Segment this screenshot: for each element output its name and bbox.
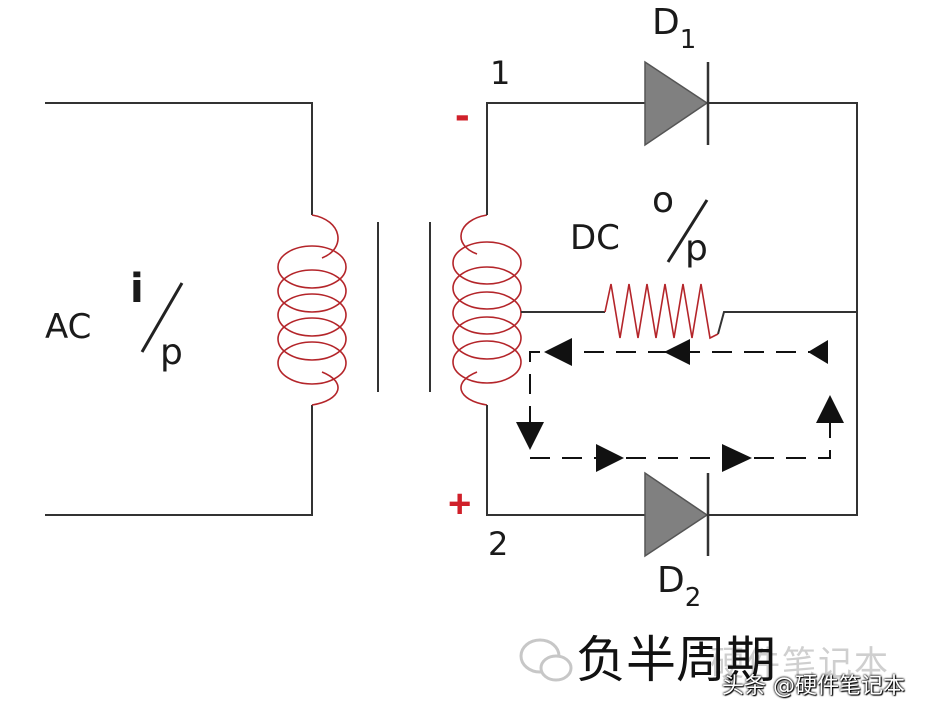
diode-d1-letter: D bbox=[652, 2, 680, 43]
diode-d2-letter: D bbox=[657, 560, 685, 601]
diagram-caption: 负半周期 bbox=[576, 631, 776, 689]
diode-d2 bbox=[644, 471, 710, 558]
current-arrow-right-1 bbox=[596, 444, 624, 472]
primary-top-wire bbox=[45, 102, 313, 215]
dc-label: DC bbox=[570, 218, 620, 258]
output-symbol-bottom: p bbox=[685, 228, 708, 269]
diode-d1 bbox=[644, 60, 710, 147]
current-arrow-left-1 bbox=[808, 340, 828, 364]
secondary-coil bbox=[452, 214, 522, 406]
terminal-2-label: 2 bbox=[488, 525, 509, 563]
output-slash bbox=[666, 199, 709, 263]
wechat-icon bbox=[519, 638, 573, 682]
current-arrow-down bbox=[516, 422, 544, 450]
output-right-wire bbox=[708, 102, 858, 516]
diode-d1-label: D1 bbox=[652, 2, 696, 55]
load-right-wire bbox=[717, 311, 857, 335]
current-arrow-left-2 bbox=[664, 339, 690, 365]
diode-d2-subscript: 2 bbox=[684, 583, 702, 613]
current-path bbox=[516, 338, 844, 472]
input-slash bbox=[140, 282, 184, 353]
secondary-top-wire bbox=[486, 102, 645, 215]
positive-polarity-sign: + bbox=[448, 482, 472, 526]
diode-d2-label: D2 bbox=[657, 560, 701, 613]
ac-label: AC bbox=[45, 307, 92, 347]
input-symbol-bottom: p bbox=[160, 332, 183, 373]
load-resistor bbox=[604, 283, 719, 340]
watermark-credit: 头条 @硬件笔记本 bbox=[722, 674, 905, 699]
primary-circuit bbox=[45, 102, 313, 516]
current-arrow-right-2 bbox=[722, 444, 752, 472]
primary-bottom-wire bbox=[45, 405, 313, 516]
watermark-faded-text: 硬件笔记本 bbox=[710, 644, 890, 684]
transformer-core bbox=[377, 222, 431, 392]
secondary-bottom-wire bbox=[486, 405, 645, 516]
diode-d1-subscript: 1 bbox=[679, 25, 697, 55]
current-arrow-up bbox=[816, 395, 844, 423]
secondary-circuit bbox=[486, 102, 858, 516]
input-symbol-top: i bbox=[130, 266, 144, 312]
negative-polarity-sign: - bbox=[455, 90, 470, 139]
terminal-1-label: 1 bbox=[490, 54, 511, 92]
output-symbol-top: o bbox=[652, 180, 675, 221]
current-arrow-left-3 bbox=[544, 338, 572, 366]
primary-coil bbox=[277, 214, 347, 406]
